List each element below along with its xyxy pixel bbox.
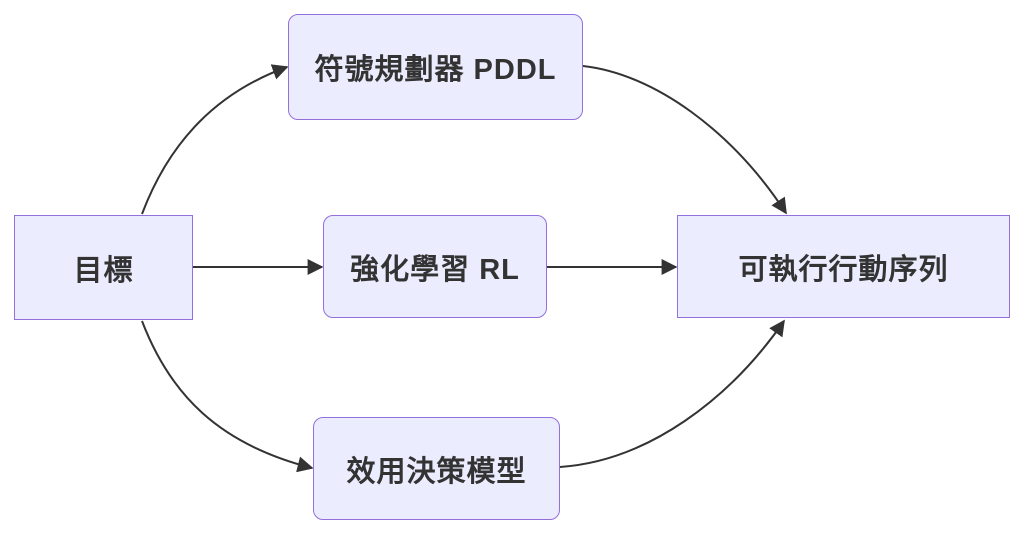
edge-utility-to-output bbox=[559, 319, 785, 468]
node-utility-decision-model: 效用決策模型 bbox=[313, 417, 560, 520]
node-symbolic-planner-pddl-label: 符號規劃器 PDDL bbox=[314, 54, 557, 86]
node-reinforcement-learning-rl-label: 強化學習 RL bbox=[350, 253, 520, 286]
node-utility-decision-model-label: 效用決策模型 bbox=[346, 455, 527, 488]
node-goal: 目標 bbox=[14, 215, 193, 320]
node-reinforcement-learning-rl: 強化學習 RL bbox=[323, 215, 547, 318]
node-executable-action-sequence: 可執行行動序列 bbox=[677, 215, 1010, 318]
node-goal-label: 目標 bbox=[73, 254, 134, 287]
edge-goal-to-pddl bbox=[141, 64, 289, 215]
edge-goal-to-utility bbox=[141, 320, 314, 473]
node-symbolic-planner-pddl: 符號規劃器 PDDL bbox=[288, 14, 583, 120]
node-executable-action-sequence-label: 可執行行動序列 bbox=[738, 253, 949, 286]
edge-pddl-to-output bbox=[582, 65, 787, 215]
